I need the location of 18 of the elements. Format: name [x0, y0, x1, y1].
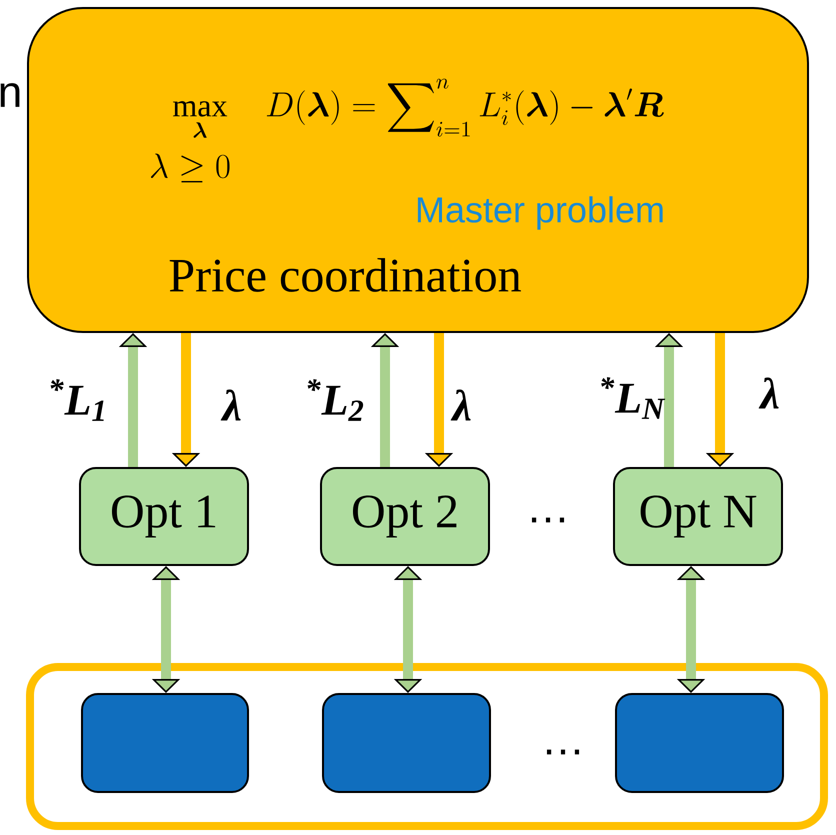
optimizer-box: Opt 2: [320, 467, 490, 566]
edge-label: λ: [450, 390, 471, 420]
edge-label: $^{*}$L$_{N}$: [601, 377, 666, 419]
edge-label: λ: [220, 390, 241, 420]
optimizer-box: Opt N: [613, 467, 783, 566]
edge-label: $^{*}$L$_{1}$: [50, 379, 104, 421]
edge-label: λ: [758, 378, 779, 408]
ellipsis: …: [532, 518, 564, 522]
arrow: [676, 566, 706, 693]
ellipsis: …: [546, 750, 580, 754]
optimizer-box: Opt 1: [79, 467, 249, 566]
arrow: [152, 566, 180, 693]
edge-label: $^{*}$L$_{2}$: [308, 379, 364, 421]
subsystem-box: [615, 693, 784, 793]
arrow: [394, 566, 422, 693]
master-problem-box: $\max\limits_{\boldsymbol{\lambda}} \quad D(\boldsymbol{\lambda}) = \displaystyle\sum\nolimits_{i=1}^{n} L_i^{*}(\boldsymbol{\lambda}) - \boldsymbol{\lambda}' \boldsymbol{R}$ $\lambda \geq 0$ Master problem Price coordination: [27, 7, 809, 333]
subsystem-box: [322, 693, 491, 793]
subsystem-box: [81, 693, 249, 793]
